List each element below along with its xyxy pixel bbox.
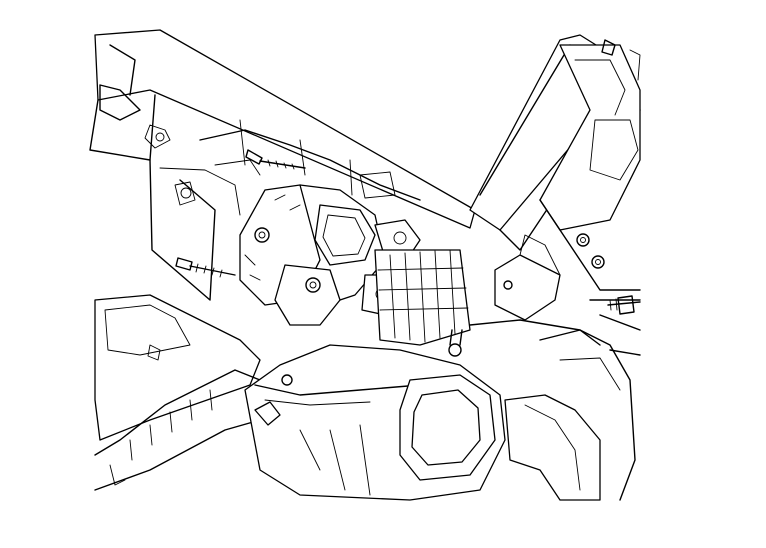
diagonal-beam xyxy=(469,34,641,356)
duct-lower xyxy=(244,329,506,501)
grille-panel xyxy=(374,249,471,346)
bolt-right xyxy=(607,295,641,315)
bolt-left xyxy=(175,257,236,278)
bolt-upper xyxy=(245,149,306,170)
left-module xyxy=(94,294,261,491)
bracket-right xyxy=(469,234,601,346)
upper-housing xyxy=(89,29,476,301)
hose-outlet xyxy=(254,329,636,501)
